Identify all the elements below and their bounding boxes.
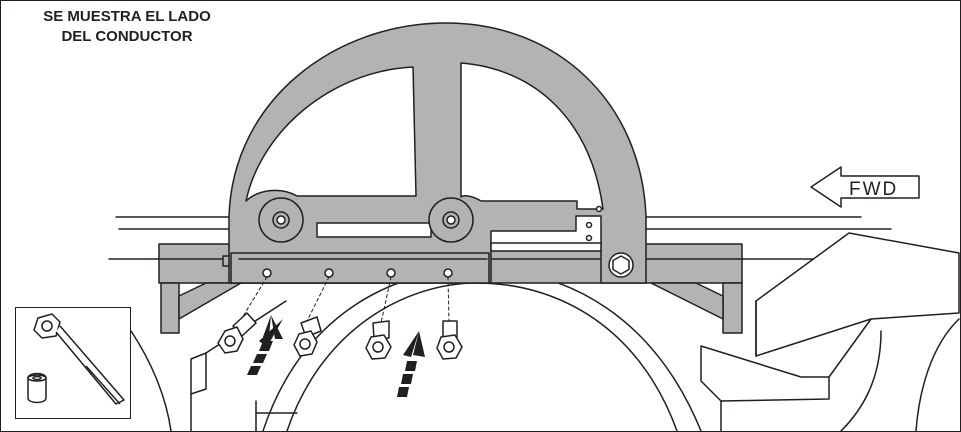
view-note: SE MUESTRA EL LADO DEL CONDUCTOR — [7, 7, 247, 47]
leader-lines — [238, 276, 450, 324]
pivot-bosses — [258, 197, 474, 243]
mounting-holes — [262, 205, 603, 278]
ratchet-with-socket-icon — [27, 313, 125, 405]
rotor-housing — [286, 282, 678, 431]
bolt-4 — [436, 320, 463, 360]
bolt-2 — [293, 316, 322, 357]
tool-inset — [15, 307, 131, 419]
install-arrow-right — [397, 331, 425, 397]
fwd-arrow-icon — [810, 166, 920, 208]
fwd-label: FWD — [849, 179, 898, 200]
bolt-1 — [217, 312, 257, 354]
right-housing — [700, 232, 960, 431]
bolt-3 — [365, 320, 392, 360]
alignment-tool — [228, 22, 647, 284]
fixture-hex-bolt — [608, 252, 634, 278]
install-arrow-left — [247, 315, 283, 375]
view-note-line-2: DEL CONDUCTOR — [61, 28, 193, 45]
view-note-line-1: SE MUESTRA EL LADO — [43, 8, 211, 25]
